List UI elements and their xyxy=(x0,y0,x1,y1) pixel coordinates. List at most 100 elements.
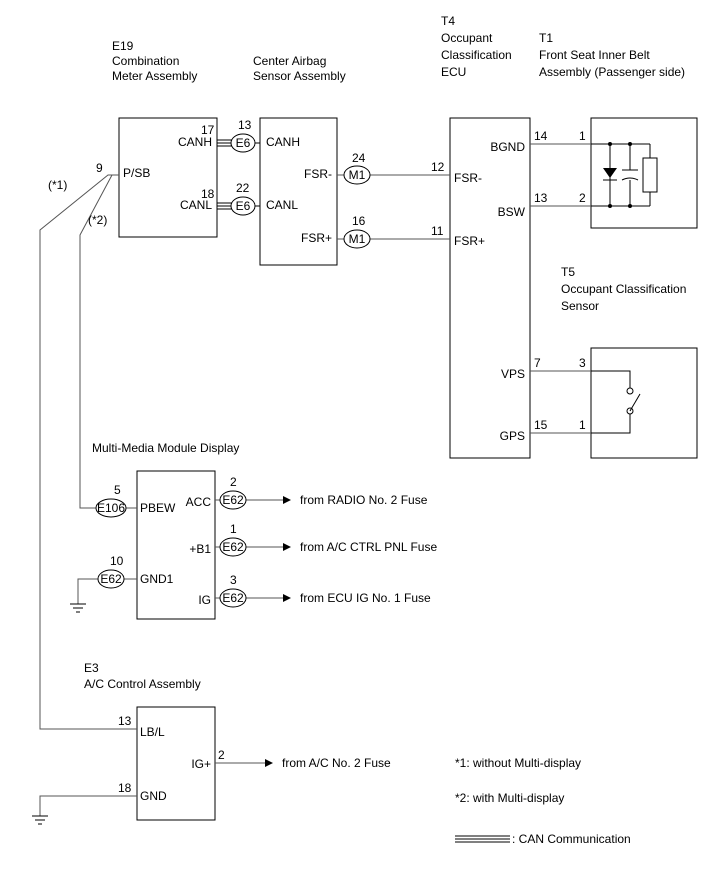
svg-text:2: 2 xyxy=(579,191,586,205)
svg-text:FSR+: FSR+ xyxy=(454,234,485,248)
svg-text:E62: E62 xyxy=(222,493,244,507)
svg-text:12: 12 xyxy=(431,160,445,174)
svg-text:+B1: +B1 xyxy=(189,542,211,556)
e106-connector: E106 xyxy=(95,498,127,518)
svg-text:M1: M1 xyxy=(349,168,366,182)
svg-text:GND: GND xyxy=(140,789,167,803)
svg-text:A/C Control Assembly: A/C Control Assembly xyxy=(84,677,201,691)
svg-text:Meter Assembly: Meter Assembly xyxy=(112,69,197,83)
can-bus-wires xyxy=(217,139,260,210)
svg-text:13: 13 xyxy=(118,714,132,728)
svg-text:CANH: CANH xyxy=(178,135,212,149)
svg-text:3: 3 xyxy=(579,356,586,370)
airbag-pin-labels: CANH CANL FSR- FSR+ xyxy=(266,135,332,245)
svg-text:15: 15 xyxy=(534,418,548,432)
airbag-box xyxy=(259,117,338,266)
footnote-1: *1: without Multi-display xyxy=(455,756,581,770)
svg-text:7: 7 xyxy=(534,356,541,370)
svg-text:GND1: GND1 xyxy=(140,572,174,586)
svg-text:GPS: GPS xyxy=(500,429,525,443)
e19-pin-labels: CANH CANL P/SB xyxy=(123,135,212,212)
svg-text:BGND: BGND xyxy=(490,140,525,154)
e62-connector-gnd1: E62 xyxy=(97,569,125,589)
t1-diode-icon xyxy=(603,168,617,181)
t1-junction-dots xyxy=(608,142,632,208)
mmd-box xyxy=(136,470,216,620)
t5-box xyxy=(590,347,698,459)
svg-text:E6: E6 xyxy=(236,136,251,150)
svg-text:Combination: Combination xyxy=(112,54,179,68)
e6-connector-canh: E6 xyxy=(230,133,256,153)
svg-text:3: 3 xyxy=(230,573,237,587)
svg-text:E3: E3 xyxy=(84,661,99,675)
t5-title: T5 Occupant Classification Sensor xyxy=(561,265,686,313)
m1-connector-fsr-plus: M1 xyxy=(343,229,371,249)
t1-title: T1 Front Seat Inner Belt Assembly (Passe… xyxy=(539,31,685,79)
svg-text:Sensor: Sensor xyxy=(561,299,599,313)
svg-text:E19: E19 xyxy=(112,39,134,53)
svg-text:2: 2 xyxy=(218,748,225,762)
t1-internal-circuit xyxy=(591,143,658,207)
can-legend-label: : CAN Communication xyxy=(512,832,631,846)
svg-text:18: 18 xyxy=(201,187,215,201)
e6-connector-canl: E6 xyxy=(230,196,256,216)
svg-text:13: 13 xyxy=(238,118,252,132)
svg-text:T4: T4 xyxy=(441,14,455,28)
svg-text:PBEW: PBEW xyxy=(140,501,176,515)
airbag-title: Center Airbag Sensor Assembly xyxy=(253,54,346,83)
svg-text:14: 14 xyxy=(534,129,548,143)
svg-text:Assembly (Passenger side): Assembly (Passenger side) xyxy=(539,65,685,79)
t4-pin-labels: FSR- FSR+ BGND BSW VPS GPS xyxy=(454,140,526,443)
svg-text:VPS: VPS xyxy=(501,367,525,381)
ground-icon-e3 xyxy=(32,815,48,825)
svg-text:1: 1 xyxy=(579,129,586,143)
pbew-wire-star2 xyxy=(79,174,119,509)
e3-gnd-wire xyxy=(39,795,137,816)
svg-text:CANL: CANL xyxy=(180,198,212,212)
svg-text:1: 1 xyxy=(230,522,237,536)
svg-text:22: 22 xyxy=(236,181,250,195)
svg-text:18: 18 xyxy=(118,781,132,795)
ground-icon-mmd xyxy=(70,603,86,613)
svg-text:M1: M1 xyxy=(349,232,366,246)
svg-text:FSR-: FSR- xyxy=(454,171,482,185)
svg-text:IG+: IG+ xyxy=(191,757,211,771)
note-marker-star1: (*1) xyxy=(48,178,67,192)
svg-text:T5: T5 xyxy=(561,265,575,279)
svg-text:P/SB: P/SB xyxy=(123,166,150,180)
svg-text:2: 2 xyxy=(230,475,237,489)
svg-text:17: 17 xyxy=(201,123,215,137)
svg-text:E106: E106 xyxy=(97,501,125,515)
svg-text:ECU: ECU xyxy=(441,65,466,79)
pin-numbers: 17 18 9 13 22 24 16 12 11 14 13 7 15 1 2… xyxy=(96,118,586,795)
svg-text:IG: IG xyxy=(198,593,211,607)
svg-text:10: 10 xyxy=(110,554,124,568)
e3-title: E3 A/C Control Assembly xyxy=(84,661,201,691)
svg-text:Center Airbag: Center Airbag xyxy=(253,54,326,68)
svg-text:Sensor Assembly: Sensor Assembly xyxy=(253,69,346,83)
svg-text:CANL: CANL xyxy=(266,198,298,212)
note-marker-star2: (*2) xyxy=(88,213,107,227)
gnd1-wire xyxy=(77,578,98,604)
svg-text:E62: E62 xyxy=(222,540,244,554)
svg-text:11: 11 xyxy=(431,224,444,238)
source-ac-ctrl-pnl-fuse: from A/C CTRL PNL Fuse xyxy=(300,540,437,554)
svg-text:E62: E62 xyxy=(222,591,244,605)
svg-text:16: 16 xyxy=(352,214,366,228)
e3-box xyxy=(136,706,216,821)
source-ecu-ig-fuse: from ECU IG No. 1 Fuse xyxy=(300,591,431,605)
svg-text:13: 13 xyxy=(534,191,548,205)
e19-box xyxy=(118,117,218,238)
svg-text:ACC: ACC xyxy=(186,495,212,509)
svg-text:BSW: BSW xyxy=(498,205,526,219)
m1-connector-fsr-minus: M1 xyxy=(343,165,371,185)
footnote-2: *2: with Multi-display xyxy=(455,791,564,805)
svg-text:Occupant: Occupant xyxy=(441,31,493,45)
e62-connector-ig: E62 xyxy=(219,588,247,608)
svg-text:LB/L: LB/L xyxy=(140,725,165,739)
svg-text:T1: T1 xyxy=(539,31,553,45)
t4-title: T4 Occupant Classification ECU xyxy=(441,14,512,79)
mmd-pin-labels: PBEW GND1 ACC +B1 IG xyxy=(140,495,211,607)
source-radio-fuse: from RADIO No. 2 Fuse xyxy=(300,493,428,507)
